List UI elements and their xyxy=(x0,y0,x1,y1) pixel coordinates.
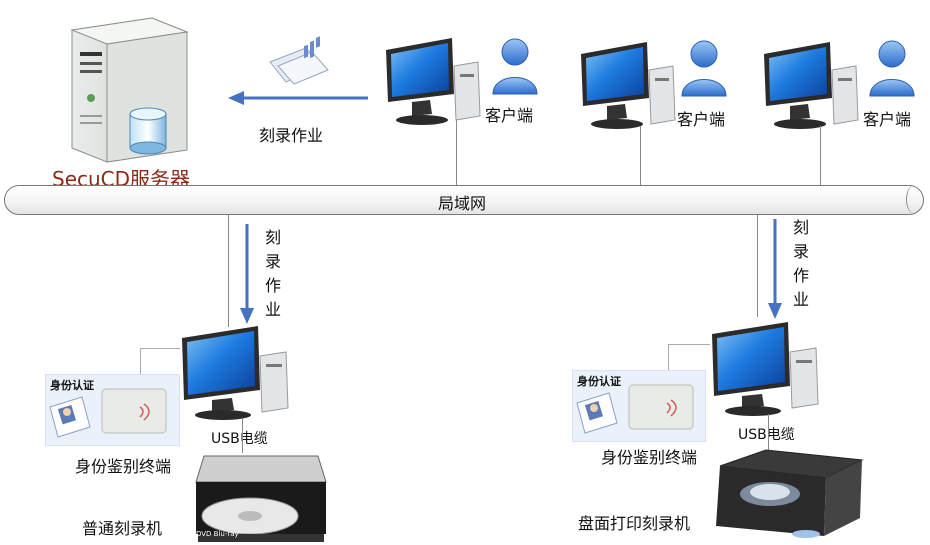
lan-bus-end-cap xyxy=(906,185,923,214)
terminal-link-h xyxy=(668,344,710,345)
person-icon xyxy=(869,40,915,97)
burner-label: 盘面打印刻录机 xyxy=(578,514,691,533)
job-char: 录 xyxy=(792,242,809,261)
client-2-connector xyxy=(640,126,641,185)
job-char: 作 xyxy=(792,266,809,285)
dvd-burner: DVD Blu-ray xyxy=(188,452,328,544)
client-3: 客户端 xyxy=(760,34,925,134)
lan-bus xyxy=(4,185,924,215)
terminal-link-v xyxy=(140,348,141,380)
client-label: 客户端 xyxy=(863,110,912,129)
database-icon xyxy=(129,107,167,155)
documents-icon xyxy=(269,36,329,85)
card-reader-icon xyxy=(628,384,694,430)
terminal-label: 身份鉴别终端 xyxy=(75,457,172,476)
terminal-label: 身份鉴别终端 xyxy=(601,448,698,467)
client-1-connector xyxy=(456,120,457,185)
person-icon xyxy=(681,40,727,97)
client-3-connector xyxy=(820,126,821,185)
id-badge-icon xyxy=(49,396,91,438)
drive-badge: DVD Blu-ray xyxy=(196,530,239,538)
left-auth-panel: 身份认证 xyxy=(45,374,180,446)
auth-label: 身份认证 xyxy=(577,375,621,388)
lan-label: 局域网 xyxy=(438,194,487,213)
job-char: 作 xyxy=(264,276,281,295)
server-tower-icon xyxy=(70,17,189,163)
job-arrow-down-right xyxy=(768,219,782,319)
job-arrow-left xyxy=(228,91,368,105)
terminal-link-v xyxy=(668,344,669,372)
right-station-connector xyxy=(757,215,758,317)
auth-label: 身份认证 xyxy=(50,379,94,392)
job-arrow-down-left xyxy=(240,224,254,324)
job-char: 录 xyxy=(264,252,281,271)
monitor-icon xyxy=(182,326,289,420)
left-station-pc xyxy=(178,322,298,422)
monitor-icon xyxy=(386,38,481,125)
monitor-icon xyxy=(764,42,859,129)
usb-label: USB电缆 xyxy=(211,431,268,447)
card-reader-icon xyxy=(101,388,167,434)
job-char: 业 xyxy=(792,290,809,309)
disc-drive-icon xyxy=(195,455,327,542)
job-label-vertical-right: 刻 录 作 业 xyxy=(791,216,811,312)
id-badge-icon xyxy=(576,392,618,434)
monitor-icon xyxy=(712,322,819,416)
job-char: 刻 xyxy=(264,228,281,247)
left-station-connector xyxy=(228,215,229,327)
monitor-icon xyxy=(581,42,676,129)
job-char: 业 xyxy=(264,300,281,319)
right-auth-panel: 身份认证 xyxy=(572,370,706,442)
terminal-link-h xyxy=(140,348,180,349)
client-label: 客户端 xyxy=(485,106,534,125)
job-char: 刻 xyxy=(792,218,809,237)
disc-publisher-icon xyxy=(716,449,864,538)
usb-cable xyxy=(768,414,769,450)
usb-cable xyxy=(242,418,243,453)
usb-label: USB电缆 xyxy=(738,427,795,443)
burner-label: 普通刻录机 xyxy=(82,519,163,538)
disc-printer xyxy=(706,446,866,542)
client-2: 客户端 xyxy=(577,34,737,134)
job-label-horizontal: 刻录作业 xyxy=(259,126,324,145)
client-1: 客户端 xyxy=(382,30,542,130)
client-label: 客户端 xyxy=(677,110,726,129)
person-icon xyxy=(492,38,538,95)
job-label-vertical-left: 刻 录 作 业 xyxy=(263,226,283,322)
server xyxy=(62,10,192,170)
right-station-pc xyxy=(708,318,828,418)
